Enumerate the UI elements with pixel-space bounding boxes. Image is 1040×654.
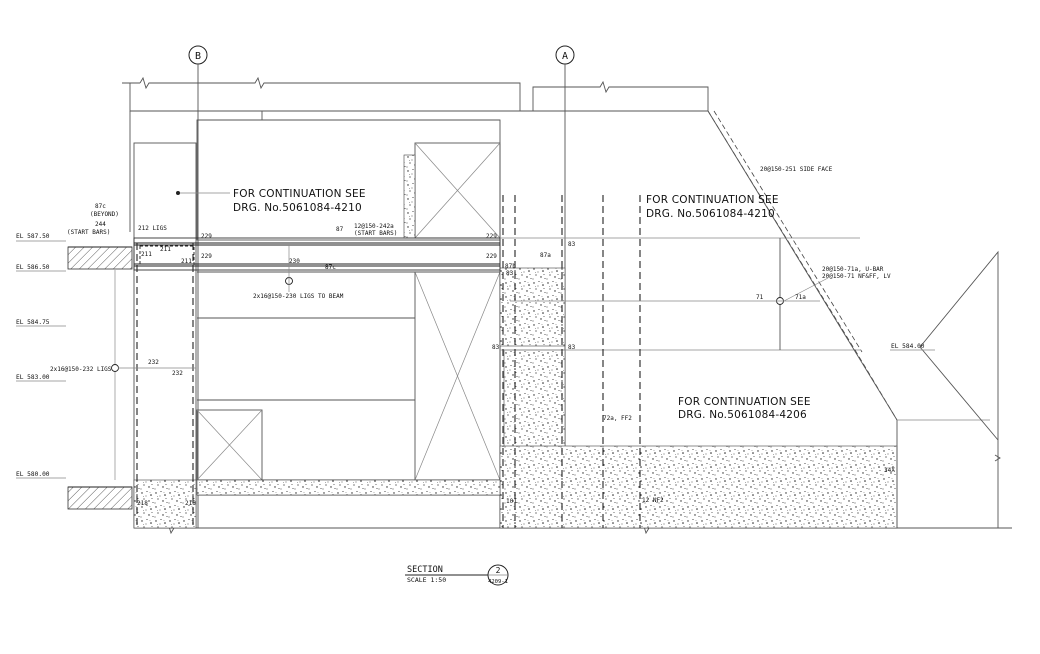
rebar-label: 83 — [568, 344, 576, 351]
elevation-label: EL 583.00 — [16, 374, 50, 381]
rebar-label: (START BARS) — [354, 230, 397, 237]
rebar-label: 211 — [181, 258, 192, 265]
rebar-label: 230 — [289, 258, 300, 265]
grid-line-b — [188, 45, 208, 528]
section-title: SECTION SCALE 1:50 2 4209-1 — [407, 565, 508, 585]
section-number: 2 — [496, 566, 501, 575]
ground-hatch — [67, 246, 133, 510]
grid-label-text: B A — [195, 51, 568, 62]
rebar-label: 218 — [137, 500, 148, 507]
rebar-label: 87c — [325, 264, 336, 271]
grid-label-b: B — [195, 51, 201, 62]
rebar-label: 12@150-242a — [354, 223, 394, 230]
rebar-label: 34X — [884, 467, 895, 474]
rebar-label: 87b — [505, 263, 516, 270]
elevation-label: EL 584.00 — [891, 343, 925, 350]
rebar-label: 20@150-71 NF&FF, LV — [822, 273, 891, 280]
rebar-label: 87 — [336, 226, 344, 233]
rebar-label: 218 — [185, 500, 196, 507]
elevation-label: EL 580.00 — [16, 471, 50, 478]
elevation-lines — [16, 240, 935, 479]
dashed-lines — [136, 110, 898, 528]
elevation-labels: EL 587.50 EL 586.50 EL 584.75 EL 583.00 … — [16, 233, 925, 478]
rebar-label: 2x16@150-232 LIGS — [50, 366, 112, 373]
rebar-label: 212 LIGS — [138, 225, 167, 232]
rebar-label: 83 — [492, 344, 500, 351]
beam-slab — [133, 237, 860, 351]
cont-note-1-line-1: FOR CONTINUATION SEE — [233, 188, 366, 200]
elevation-label: EL 584.75 — [16, 319, 50, 326]
rebar-label: 211 — [141, 251, 152, 258]
rebar-label: 232 — [148, 359, 159, 366]
rebar-label: 83 — [568, 241, 576, 248]
rebar-label: 232 — [172, 370, 183, 377]
rebar-label: 87a — [540, 252, 551, 259]
rebar-label: 101 — [506, 498, 517, 505]
cont-note-1-line-2: DRG. No.5061084-4210 — [233, 202, 362, 214]
rebar-label: 211 — [160, 246, 171, 253]
sloped-face — [510, 110, 999, 528]
rebar-label: 83 — [506, 270, 514, 277]
cont-note-3-line-1: FOR CONTINUATION SEE — [678, 396, 811, 408]
rebar-label: 20@150-71a, U-BAR — [822, 266, 884, 273]
rebar-label: (BEYOND) — [90, 211, 119, 218]
continuation-notes: FOR CONTINUATION SEE DRG. No.5061084-421… — [233, 188, 811, 421]
rebar-label: 2x16@150-230 LIGS TO BEAM — [253, 293, 344, 300]
cont-note-2-line-1: FOR CONTINUATION SEE — [646, 194, 779, 206]
rebar-label: 71a — [795, 294, 806, 301]
rebar-label: 229 — [486, 233, 497, 240]
rebar-labels: 87c (BEYOND) 244 (START BARS) 212 LIGS 2… — [50, 166, 895, 507]
concrete-fill — [133, 154, 898, 529]
rebar-label: 229 — [201, 233, 212, 240]
elevation-label: EL 586.50 — [16, 264, 50, 271]
cont-note-2-line-2: DRG. No.5061084-4210 — [646, 208, 775, 220]
section-title-text: SECTION — [407, 565, 443, 575]
rebar-label: 87c — [95, 203, 106, 210]
grid-label-a: A — [562, 51, 568, 62]
rebar-label: 20@150-251 SIDE FACE — [760, 166, 833, 173]
rebar-label: 229 — [201, 253, 212, 260]
rebar-label: (START BARS) — [67, 229, 110, 236]
elevation-label: EL 587.50 — [16, 233, 50, 240]
rebar-label: 72a, FF2 — [603, 415, 632, 422]
title-block — [405, 564, 509, 586]
rebar-label: 12 NF2 — [642, 497, 664, 504]
rebar-label: 71 — [756, 294, 764, 301]
rebar-label: 244 — [95, 221, 106, 228]
section-reference: 4209-1 — [488, 579, 508, 585]
rebar-label: 229 — [486, 253, 497, 260]
section-scale-text: SCALE 1:50 — [407, 576, 446, 584]
cont-note-3-line-2: DRG. No.5061084-4206 — [678, 409, 807, 421]
top-outline — [122, 76, 709, 232]
dimension-lines — [111, 191, 293, 480]
